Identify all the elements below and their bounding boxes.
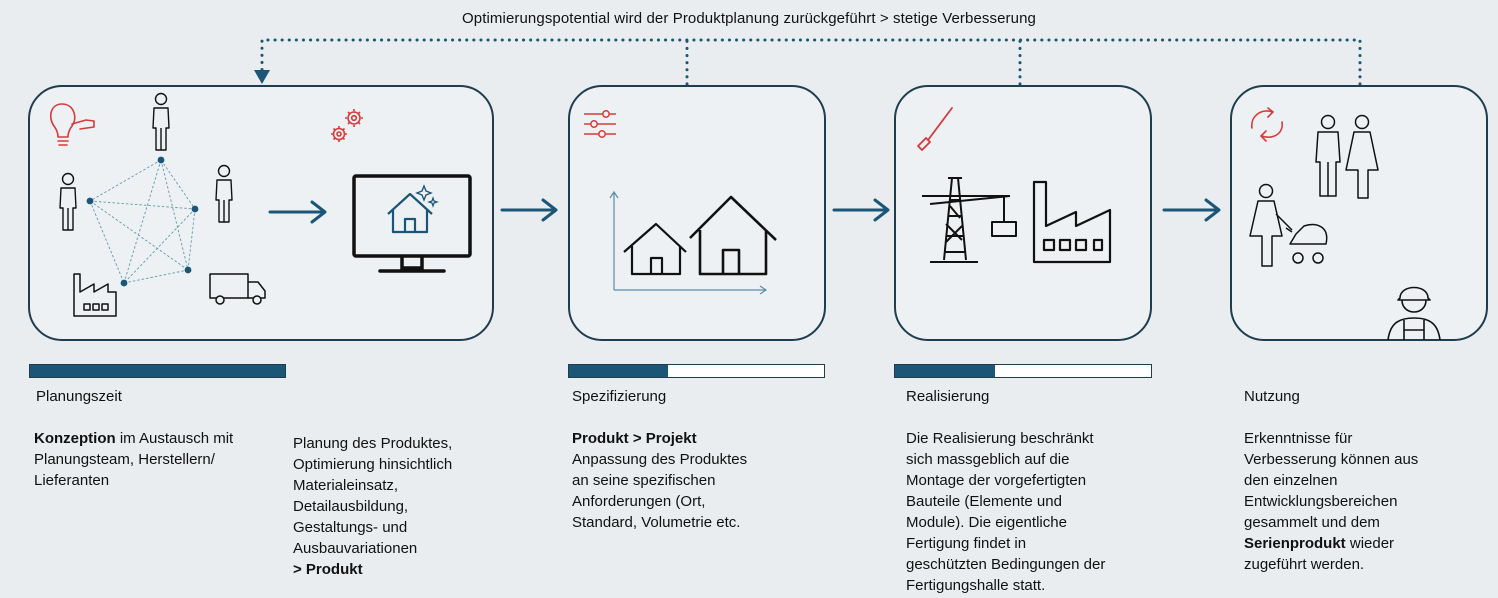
- desc-planung-line5: Gestaltungs- und: [293, 519, 408, 536]
- desc-nutzung-line4: Entwicklungsbereichen: [1244, 493, 1398, 510]
- desc-realisierung-line3: Montage der vorgefertigten: [906, 472, 1087, 489]
- recycle-icon: [1251, 107, 1283, 142]
- arrow-right-icon: [500, 198, 558, 222]
- desc-nutzung-line6: wieder: [1345, 535, 1395, 552]
- desc-realisierung-line4: Bauteile (Elemente und: [906, 493, 1062, 510]
- family-icon: [1249, 114, 1379, 267]
- arrow-right-icon: [832, 198, 890, 222]
- sliders-icon: [584, 110, 616, 138]
- desc-planung-bold: > Produkt: [293, 561, 363, 578]
- desc-nutzung: Erkenntnisse für Verbesserung können aus…: [1244, 428, 1418, 575]
- lightbulb-icon: [49, 103, 95, 146]
- desc-nutzung-line7: zugeführt werden.: [1244, 556, 1365, 573]
- progress-bar-spezifizierung: [568, 364, 825, 378]
- desc-planung-line6: Ausbauvariationen: [293, 540, 418, 557]
- desc-planung-line1: Planung des Produktes,: [293, 435, 453, 452]
- desc-realisierung-line6: Fertigung findet in: [906, 535, 1027, 552]
- desc-realisierung-line8: Fertigungshalle statt.: [906, 577, 1046, 594]
- desc-nutzung-line5: gesammelt und dem: [1244, 514, 1380, 531]
- progress-bar-planung: [29, 364, 286, 378]
- progress-fill-spezifizierung: [569, 365, 669, 377]
- desc-spezifizierung-line1: Anpassung des Produktes: [572, 451, 748, 468]
- network-lines: [89, 159, 196, 284]
- desc-spezifizierung-line3: Anforderungen (Ort,: [572, 493, 706, 510]
- desc-realisierung: Die Realisierung beschränkt sich massgeb…: [906, 428, 1105, 596]
- desc-spezifizierung-line2: an seine spezifischen: [572, 472, 716, 489]
- feedback-label: Optimierungspotential wird der Produktpl…: [462, 10, 1036, 27]
- phase-title-planungszeit: Planungszeit: [36, 388, 122, 405]
- stage-spezifizierung-box: [568, 85, 826, 341]
- factory-icon: [1032, 180, 1112, 264]
- desc-nutzung-bold: Serienprodukt: [1244, 535, 1346, 552]
- desc-nutzung-line1: Erkenntnisse für: [1244, 430, 1353, 447]
- desc-konzeption-line3: Lieferanten: [34, 472, 110, 489]
- desc-planung-line4: Detailausbildung,: [293, 498, 409, 515]
- desc-realisierung-line2: sich massgeblich auf die: [906, 451, 1070, 468]
- desc-konzeption-line1: im Austausch mit: [115, 430, 234, 447]
- desc-konzeption-line2: Planungsteam, Herstellern/: [34, 451, 215, 468]
- person-icon: [215, 164, 233, 223]
- desc-konzeption-bold: Konzeption: [34, 430, 116, 447]
- phase-title-spezifizierung: Spezifizierung: [572, 388, 667, 405]
- progress-fill-realisierung: [895, 365, 995, 377]
- progress-bar-realisierung: [894, 364, 1152, 378]
- screwdriver-icon: [917, 107, 953, 151]
- gear-icon: [331, 109, 363, 142]
- desc-planung-produkt: Planung des Produktes, Optimierung hinsi…: [293, 433, 452, 580]
- person-icon: [59, 172, 77, 231]
- house-icon: [623, 222, 687, 276]
- network-nodes: [86, 156, 199, 287]
- progress-fill-planung: [30, 365, 285, 377]
- desc-spezifizierung-bold: Produkt > Projekt: [572, 430, 697, 447]
- worker-icon: [1387, 286, 1441, 341]
- desc-spezifizierung-line4: Standard, Volumetrie etc.: [572, 514, 741, 531]
- desc-planung-line3: Materialeinsatz,: [293, 477, 399, 494]
- desc-nutzung-line2: Verbesserung können aus: [1244, 451, 1419, 468]
- axes: [609, 190, 768, 295]
- person-icon: [152, 92, 170, 151]
- desc-nutzung-line3: den einzelnen: [1244, 472, 1338, 489]
- monitor-house-icon: [352, 174, 472, 273]
- phase-title-nutzung: Nutzung: [1244, 388, 1300, 405]
- desc-realisierung-line1: Die Realisierung beschränkt: [906, 430, 1094, 447]
- desc-planung-line2: Optimierung hinsichtlich: [293, 456, 453, 473]
- desc-realisierung-line7: geschützten Bedingungen der: [906, 556, 1106, 573]
- feedback-loop: [260, 38, 1362, 86]
- arrow-right-icon: [1162, 198, 1221, 222]
- desc-spezifizierung: Produkt > Projekt Anpassung des Produkte…: [572, 428, 747, 533]
- crane-icon: [922, 177, 1017, 263]
- phase-title-realisierung: Realisierung: [906, 388, 990, 405]
- arrow-right-icon: [268, 200, 327, 224]
- feedback-arrowhead: [254, 70, 270, 84]
- factory-icon: [73, 273, 117, 317]
- desc-konzeption: Konzeption im Austausch mit Planungsteam…: [34, 428, 233, 491]
- truck-icon: [209, 273, 266, 305]
- desc-realisierung-line5: Module). Die eigentliche: [906, 514, 1067, 531]
- house-icon: [689, 195, 777, 276]
